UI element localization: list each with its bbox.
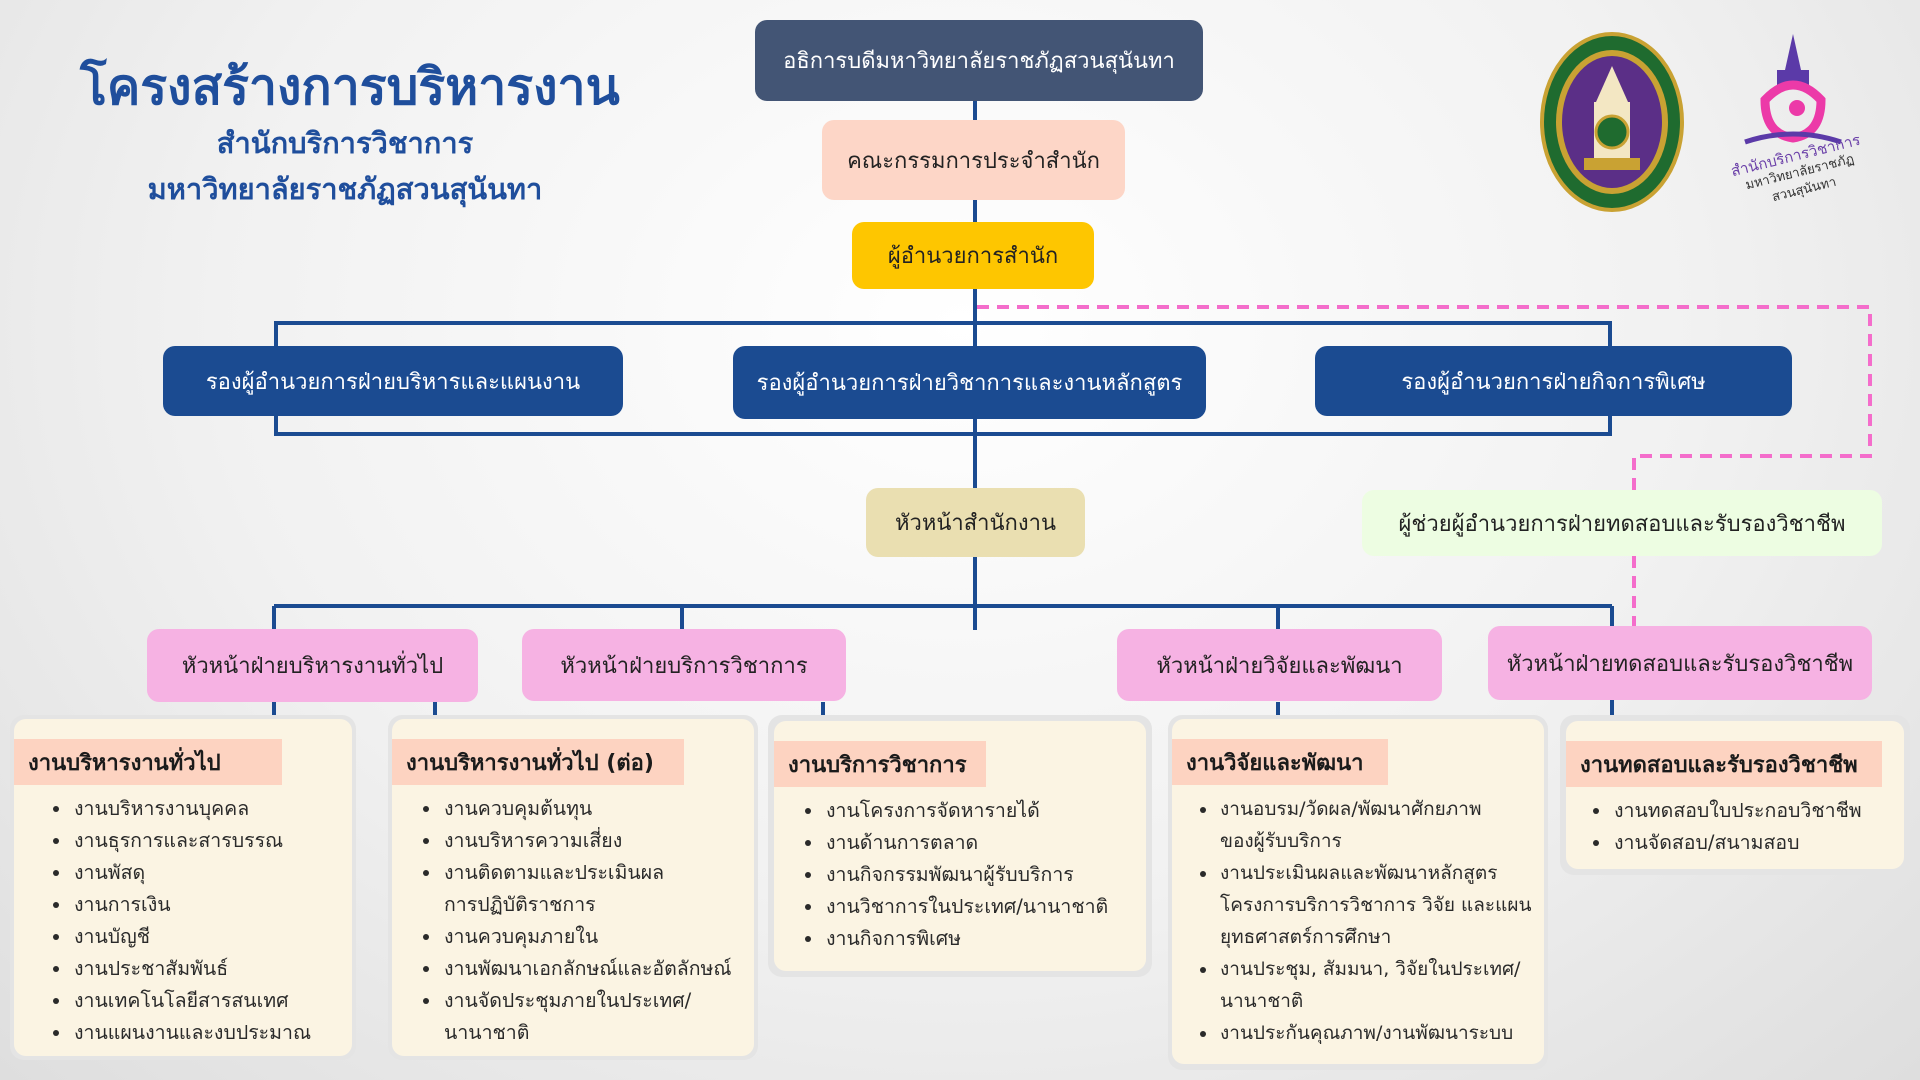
list-item: งานแผนงานและงบประมาณ xyxy=(72,1017,311,1049)
list-item: งานจัดประชุมภายในประเทศ/ xyxy=(442,985,732,1017)
panel-general-admin: งานบริหารงานทั่วไป งานบริหารงานบุคคล งาน… xyxy=(10,715,356,1060)
president-box: อธิการบดีมหาวิทยาลัยราชภัฏสวนสุนันทา xyxy=(755,20,1203,101)
list-item: งานประเมินผลและพัฒนาหลักสูตร xyxy=(1218,857,1532,889)
list-item: การปฏิบัติราชการ xyxy=(444,893,596,916)
panel-academic-service: งานบริการวิชาการ งานโครงการจัดหารายได้ ง… xyxy=(768,715,1152,977)
list-item: นานาชาติ xyxy=(444,1021,530,1044)
list-item: งานประกันคุณภาพ/งานพัฒนาระบบ xyxy=(1218,1017,1532,1049)
deputy-admin-box: รองผู้อำนวยการฝ่ายบริหารและแผนงาน xyxy=(163,346,623,416)
list-item: ยุทธศาสตร์การศึกษา xyxy=(1220,926,1392,948)
head-testing-box: หัวหน้าฝ่ายทดสอบและรับรองวิชาชีพ xyxy=(1488,626,1872,700)
list-item: งานประชุม, สัมมนา, วิจัยในประเทศ/ xyxy=(1218,953,1532,985)
list-item: งานด้านการตลาด xyxy=(824,827,1108,859)
panel-title: งานบริหารงานทั่วไป xyxy=(14,739,282,785)
panel-testing: งานทดสอบและรับรองวิชาชีพ งานทดสอบใบประกอ… xyxy=(1560,715,1910,875)
head-research-box: หัวหน้าฝ่ายวิจัยและพัฒนา xyxy=(1117,629,1442,701)
list-item: ของผู้รับบริการ xyxy=(1220,830,1342,852)
panel-list: งานอบรม/วัดผล/พัฒนาศักยภาพ ของผู้รับบริก… xyxy=(1172,793,1532,1049)
list-item: งานธุรการและสารบรรณ xyxy=(72,825,311,857)
head-general-admin-box: หัวหน้าฝ่ายบริหารงานทั่วไป xyxy=(147,629,478,702)
list-item: งานโครงการจัดหารายได้ xyxy=(824,795,1108,827)
list-item: งานพัสดุ xyxy=(72,857,311,889)
list-item: งานวิชาการในประเทศ/นานาชาติ xyxy=(824,891,1108,923)
list-item: งานกิจการพิเศษ xyxy=(824,923,1108,955)
list-item: งานควบคุมต้นทุน xyxy=(442,793,732,825)
list-item: งานกิจกรรมพัฒนาผู้รับบริการ xyxy=(824,859,1108,891)
panel-list: งานทดสอบใบประกอบวิชาชีพ งานจัดสอบ/สนามสอ… xyxy=(1566,795,1862,859)
list-item: งานเทคโนโลยีสารสนเทศ xyxy=(72,985,311,1017)
list-item: โครงการบริการวิชาการ วิจัย และแผน xyxy=(1220,894,1532,916)
panel-title: งานวิจัยและพัฒนา xyxy=(1172,739,1388,785)
deputy-academic-box: รองผู้อำนวยการฝ่ายวิชาการและงานหลักสูตร xyxy=(733,346,1206,419)
panel-title: งานบริหารงานทั่วไป (ต่อ) xyxy=(392,739,684,785)
head-academic-service-box: หัวหน้าฝ่ายบริการวิชาการ xyxy=(522,629,846,701)
list-item: งานทดสอบใบประกอบวิชาชีพ xyxy=(1612,795,1862,827)
academic-service-logo: สำนักบริการวิชาการ มหาวิทยาลัยราชภัฏสวนส… xyxy=(1705,30,1880,215)
assistant-director-box: ผู้ช่วยผู้อำนวยการฝ่ายทดสอบและรับรองวิชา… xyxy=(1362,490,1882,556)
panel-list: งานบริหารงานบุคคล งานธุรการและสารบรรณ งา… xyxy=(14,793,311,1049)
list-item: งานพัฒนาเอกลักษณ์และอัตลักษณ์ xyxy=(442,953,732,985)
dashed-assistant-line xyxy=(977,305,1872,490)
subtitle-line-1: สำนักบริการวิชาการ xyxy=(216,126,474,160)
list-item: งานจัดสอบ/สนามสอบ xyxy=(1612,827,1862,859)
panel-general-admin-cont: งานบริหารงานทั่วไป (ต่อ) งานควบคุมต้นทุน… xyxy=(388,715,758,1060)
list-item: นานาชาติ xyxy=(1220,990,1304,1012)
university-seal-logo xyxy=(1540,32,1684,212)
panel-title: งานบริการวิชาการ xyxy=(774,741,986,787)
page-title: โครงสร้างการบริหารงาน xyxy=(80,58,620,116)
director-box: ผู้อำนวยการสำนัก xyxy=(852,222,1094,289)
panel-list: งานโครงการจัดหารายได้ งานด้านการตลาด งาน… xyxy=(774,795,1108,955)
deputy-special-box: รองผู้อำนวยการฝ่ายกิจการพิเศษ xyxy=(1315,346,1792,416)
list-item: งานติดตามและประเมินผล xyxy=(442,857,732,889)
list-item: งานควบคุมภายใน xyxy=(442,921,732,953)
panel-research: งานวิจัยและพัฒนา งานอบรม/วัดผล/พัฒนาศักย… xyxy=(1168,715,1548,1070)
panel-list: งานควบคุมต้นทุน งานบริหารความเสี่ยง งานต… xyxy=(392,793,732,1049)
list-item: งานบัญชี xyxy=(72,921,311,953)
office-head-box: หัวหน้าสำนักงาน xyxy=(866,488,1085,557)
list-item: งานบริหารความเสี่ยง xyxy=(442,825,732,857)
panel-title: งานทดสอบและรับรองวิชาชีพ xyxy=(1566,741,1882,787)
page-subtitle: สำนักบริการวิชาการ มหาวิทยาลัยราชภัฏสวนส… xyxy=(100,120,590,212)
subtitle-line-2: มหาวิทยาลัยราชภัฏสวนสุนันทา xyxy=(147,172,543,206)
list-item: งานบริหารงานบุคคล xyxy=(72,793,311,825)
list-item: งานประชาสัมพันธ์ xyxy=(72,953,311,985)
committee-box: คณะกรรมการประจำสำนัก xyxy=(822,120,1125,200)
list-item: งานอบรม/วัดผล/พัฒนาศักยภาพ xyxy=(1218,793,1532,825)
list-item: งานการเงิน xyxy=(72,889,311,921)
